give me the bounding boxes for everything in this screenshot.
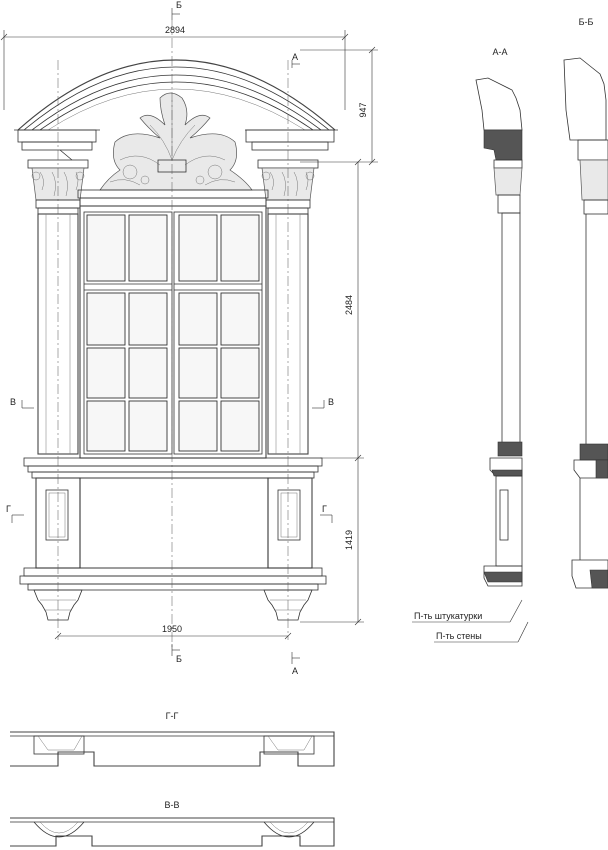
base-height-label: 1419	[344, 530, 354, 550]
section-mark-v-right: В	[312, 397, 334, 409]
column-spacing-label: 1950	[162, 624, 182, 634]
svg-text:Б: Б	[176, 654, 182, 664]
section-bb: Б-Б	[563, 17, 608, 589]
wall-plane-callout: П-ть стены	[434, 621, 529, 643]
section-mark-v-left: В	[10, 397, 34, 409]
window-panes	[84, 214, 262, 452]
svg-text:Г: Г	[6, 504, 11, 514]
window-height-dimension: 2484	[320, 158, 364, 462]
svg-text:А: А	[292, 666, 298, 676]
wall-plane-label: П-ть стены	[436, 631, 482, 641]
arch-height-dimension: 947	[300, 46, 378, 166]
section-vv: В-В	[10, 800, 335, 847]
svg-text:А: А	[292, 52, 298, 62]
axis-lines	[57, 20, 289, 650]
section-gg-title: Г-Г	[166, 711, 179, 721]
acanthus-ornament	[99, 92, 253, 191]
section-mark-a-bottom: А	[291, 652, 300, 676]
window-sill	[23, 457, 323, 479]
section-vv-title: В-В	[164, 800, 179, 810]
svg-text:Б: Б	[176, 0, 182, 10]
base-height-dimension: 1419	[300, 458, 364, 626]
window-height-label: 2484	[344, 295, 354, 315]
right-pedestal	[267, 477, 313, 569]
apron-panel	[79, 477, 269, 569]
svg-text:В: В	[10, 397, 16, 407]
overall-width-dimension: 2894	[0, 25, 349, 110]
svg-text:В: В	[328, 397, 334, 407]
base-cornice	[19, 567, 327, 591]
overall-width-label: 2894	[165, 25, 185, 35]
section-mark-g-right: Г	[320, 504, 333, 523]
section-mark-b-top: Б	[171, 0, 182, 20]
arch-height-label: 947	[358, 102, 368, 117]
svg-text:Г: Г	[322, 504, 327, 514]
window-lintel	[77, 189, 269, 207]
plaster-plane-callout: П-ть штукатурки	[412, 599, 523, 623]
section-mark-g-left: Г	[6, 504, 24, 523]
plaster-plane-label: П-ть штукатурки	[414, 611, 482, 621]
section-aa: А-А	[475, 47, 523, 587]
section-mark-a-top: А	[291, 52, 300, 68]
section-gg: Г-Г	[10, 711, 335, 767]
section-mark-b-bottom: Б	[171, 644, 182, 664]
section-aa-title: А-А	[492, 47, 507, 57]
section-bb-title: Б-Б	[579, 17, 594, 27]
column-spacing-dimension: 1950	[54, 624, 292, 640]
